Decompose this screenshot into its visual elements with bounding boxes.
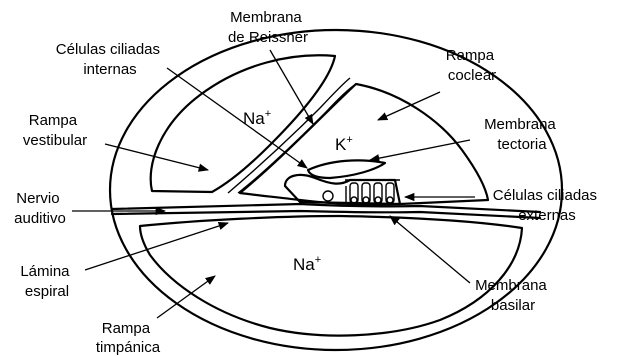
ion-timpanica-sup: +	[315, 254, 321, 266]
label-membrana-tectoria-line1: Membrana	[484, 116, 556, 133]
label-lamina-espiral-line2: espiral	[25, 283, 69, 300]
ion-timpanica: Na+	[293, 254, 321, 274]
label-lamina-espiral-line1: Lámina	[20, 263, 70, 280]
celulas-ciliadas-externas	[345, 180, 400, 203]
label-membrana-reissner: Membrana de Reissner	[228, 9, 308, 46]
label-membrana-basilar-line1: Membrana	[475, 277, 547, 294]
rampa-timpanica-chamber	[140, 216, 522, 336]
label-celulas-internas: Células ciliadas internas	[56, 41, 164, 78]
arrow-rampa-timpanica	[157, 276, 215, 318]
label-rampa-vestibular: Rampa vestibular	[23, 112, 87, 149]
label-rampa-timpanica-line2: timpánica	[96, 339, 161, 356]
label-rampa-timpanica-line1: Rampa	[102, 320, 151, 337]
ion-coclear-sup: +	[346, 134, 352, 146]
label-membrana-reissner-line2: de Reissner	[228, 29, 308, 46]
label-nervio-auditivo-line2: auditivo	[14, 210, 66, 227]
label-celulas-externas: Células ciliadas externas	[493, 187, 601, 224]
label-rampa-coclear-line2: coclear	[448, 67, 496, 84]
arrow-celulas-internas	[167, 68, 307, 168]
arrow-rampa-coclear	[378, 92, 440, 120]
ion-vestibular-sup: +	[265, 108, 271, 120]
ion-coclear: K+	[335, 134, 353, 154]
label-membrana-basilar-line2: basilar	[491, 297, 535, 314]
label-rampa-vestibular-line2: vestibular	[23, 132, 87, 149]
ion-timpanica-base: Na	[293, 255, 315, 274]
label-rampa-coclear: Rampa coclear	[446, 47, 499, 84]
label-nervio-auditivo-line1: Nervio	[16, 190, 59, 207]
label-membrana-reissner-line1: Membrana	[230, 9, 302, 26]
label-celulas-externas-line1: Células ciliadas	[493, 187, 597, 204]
membrana-tectoria-shape	[308, 160, 385, 178]
celula-ciliada-interna	[323, 191, 333, 201]
label-rampa-timpanica: Rampa timpánica	[96, 320, 161, 356]
label-lamina-espiral: Lámina espiral	[20, 263, 73, 300]
label-nervio-auditivo: Nervio auditivo	[14, 190, 66, 227]
label-celulas-internas-line2: internas	[83, 61, 136, 78]
arrow-membrana-basilar	[390, 216, 470, 283]
label-rampa-coclear-line1: Rampa	[446, 47, 495, 64]
membrana-reissner-line	[228, 78, 350, 193]
label-membrana-tectoria-line2: tectoria	[497, 136, 547, 153]
label-celulas-externas-line2: externas	[518, 207, 576, 224]
arrow-membrana-reissner	[270, 50, 313, 124]
label-rampa-vestibular-line1: Rampa	[29, 112, 78, 129]
ion-coclear-base: K	[335, 135, 347, 154]
label-celulas-internas-line1: Células ciliadas	[56, 41, 160, 58]
arrow-membrana-tectoria	[370, 140, 470, 160]
